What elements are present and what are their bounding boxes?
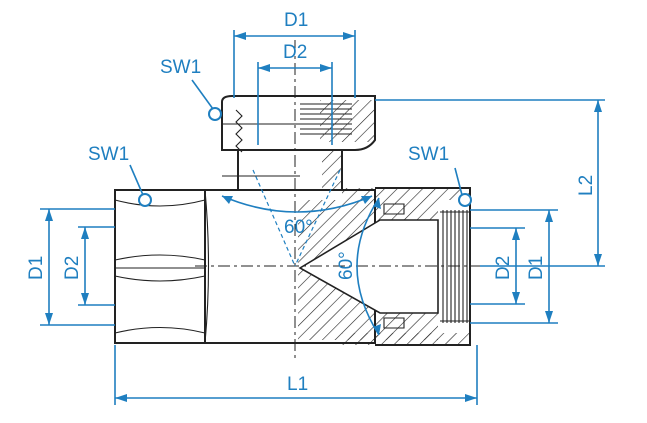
sw1-marker-left [138,193,152,207]
label-d2-right: D2 [493,256,514,280]
label-sw1-top: SW1 [160,57,201,78]
dimension-labels: D1 D2 SW1 SW1 SW1 D1 D2 D2 D1 L2 L1 60° … [26,10,597,395]
branch-thread [300,103,352,135]
cone-angle-arcs [221,169,380,336]
sw1-marker-top [208,107,222,121]
sw1-marker-right [458,193,472,207]
dimension-lines [40,30,605,405]
label-d1-top: D1 [284,10,308,31]
label-d1-left: D1 [26,256,47,280]
label-l1: L1 [287,374,308,395]
label-sw1-right: SW1 [408,144,449,165]
center-lines [195,40,495,360]
label-d1-right: D1 [526,256,547,280]
label-sw1-left: SW1 [88,144,129,165]
wrench-flat-markers [129,79,472,207]
fitting-branch [221,95,376,190]
label-d2-left: D2 [62,256,83,280]
label-angle-a: 60° [284,217,313,238]
label-l2: L2 [576,175,597,196]
label-angle-b: 60° [336,251,357,280]
label-d2-top: D2 [283,42,307,63]
dimension-arrowheads [45,32,602,402]
